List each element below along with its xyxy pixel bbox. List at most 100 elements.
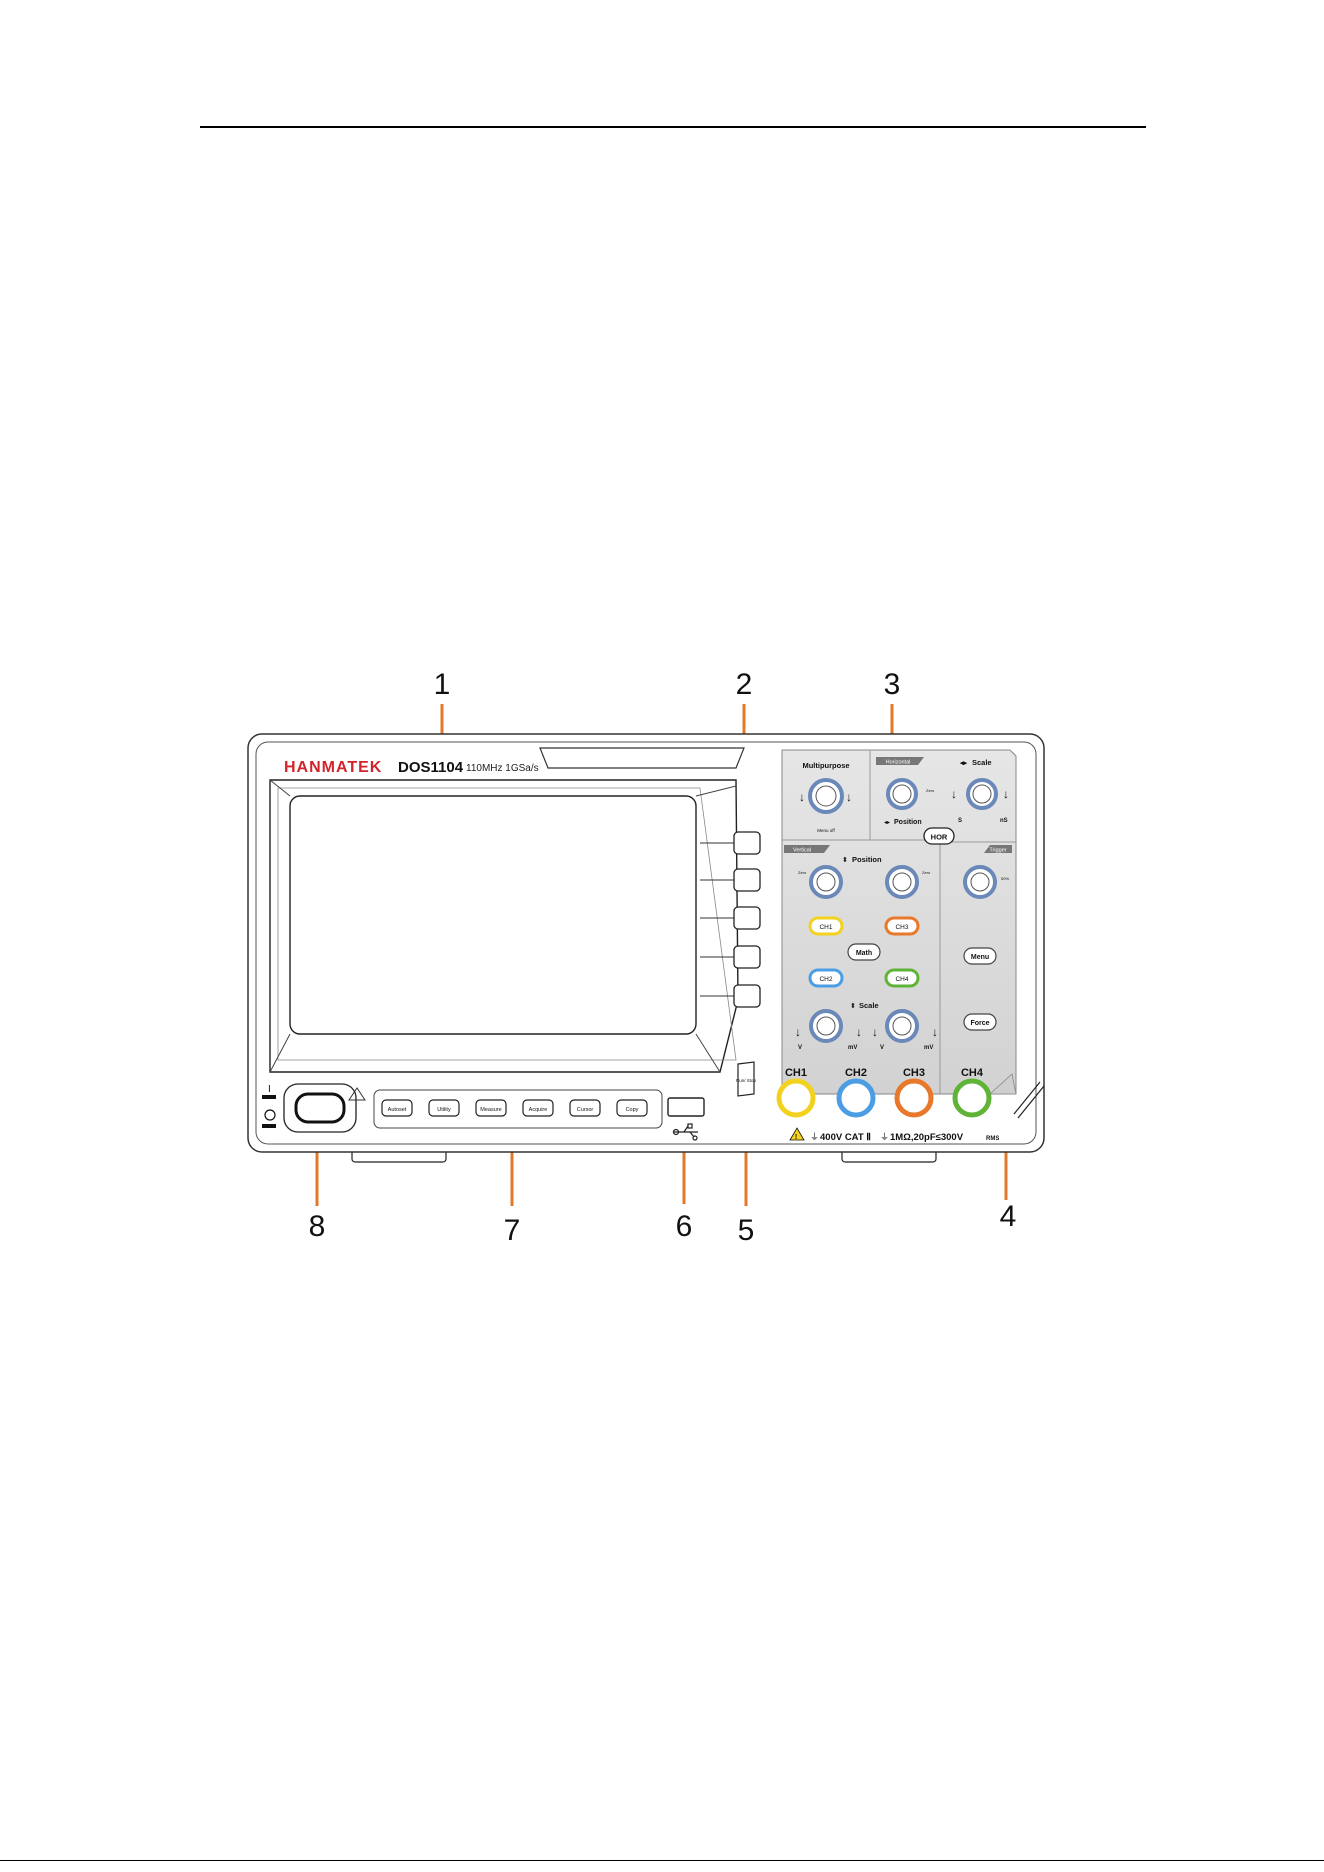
case-inner [255,741,1037,1145]
cursor-label: Cursor [577,1107,594,1113]
svg-text:⬍: ⬍ [842,856,848,864]
callout-4: 4 [1000,1200,1017,1233]
warning-icon [348,1087,366,1101]
hor-button[interactable] [923,827,955,845]
time-unit-s: S [958,818,962,824]
ch2-button-label: CH2 [819,976,832,983]
vertical-tab: Vertical [793,848,811,854]
acquire-button[interactable] [522,1099,554,1117]
cursor-button[interactable] [569,1099,601,1117]
ch1-input-bnc[interactable] [776,1078,816,1118]
svg-text:↓: ↓ [795,1025,801,1039]
vertical-zero-right: Zero [922,870,931,875]
svg-text:⏚: ⏚ [810,1132,819,1142]
brand-model: DOS1104 [398,759,464,776]
trigger-tab-bg [984,845,1012,853]
menu-softkeys [700,831,761,1008]
vertical-position-label: Position [852,855,882,864]
horizontal-scale-label: Scale [972,758,992,767]
rating-rms: RMS [986,1136,999,1142]
svg-text:↓: ↓ [856,1025,862,1039]
softkey-3[interactable] [733,906,761,930]
probe-comp-terminal[interactable] [1013,1081,1041,1115]
header-rule [200,126,1146,128]
multipurpose-label: Multipurpose [802,761,849,770]
usb-icon [672,1123,698,1141]
autoset-label: Autoset [388,1107,407,1113]
power-button[interactable] [294,1092,346,1124]
ch1-button[interactable] [808,916,844,936]
measure-label: Measure [480,1107,501,1113]
display-screen [289,795,697,1035]
bottom-buttons: Autoset Utility Measure Acquire Cursor C… [381,1099,648,1117]
softkey-4[interactable] [733,945,761,969]
utility-button[interactable] [428,1099,460,1117]
caution-icon [789,1127,805,1141]
svg-text:↓: ↓ [932,1025,938,1039]
ch3-input-bnc[interactable] [894,1078,934,1118]
run-stop-button[interactable] [737,1061,755,1097]
svg-text:!: ! [795,1134,797,1141]
ch4-button-label: CH4 [895,976,908,983]
ch2-input-bnc[interactable] [836,1078,876,1118]
utility-label: Utility [437,1107,451,1113]
run-stop-label: Run/ Stop [736,1078,757,1083]
callout-1: 1 [434,668,451,701]
horizontal-position-label: Position [894,819,922,826]
brand-spec: 110MHz 1GSa/s [466,763,539,774]
svg-text:↓: ↓ [846,790,852,804]
svg-text:◂▸: ◂▸ [884,820,890,826]
callout-7: 7 [504,1214,521,1247]
ch4-button[interactable] [884,968,920,988]
multipurpose-push-label: Menu off [817,828,835,833]
measure-button[interactable] [475,1099,507,1117]
force-button[interactable] [963,1013,997,1031]
ch3-button[interactable] [884,916,920,936]
math-label: Math [856,950,872,957]
input-ch2-label: CH2 [845,1067,867,1079]
svg-text:I: I [268,1084,271,1095]
instrument-body: HANMATEK DOS1104 110MHz 1GSa/s I [247,733,1045,1163]
usb-host-port[interactable] [667,1097,705,1117]
ch4-input-bnc[interactable] [952,1078,992,1118]
copy-button[interactable] [616,1099,648,1117]
copy-label: Copy [626,1107,639,1113]
horizontal-tab: Horizontal [886,760,911,766]
acquire-label: Acquire [529,1107,548,1113]
vertical-scale-label: Scale [859,1001,879,1010]
hor-label: HOR [931,833,948,842]
math-button[interactable] [847,943,881,961]
trigger-50pct-label: 50% [1001,876,1009,881]
svg-text:↓: ↓ [872,1025,878,1039]
input-ch3-label: CH3 [903,1067,925,1079]
softkey-1[interactable] [733,831,761,855]
force-label: Force [970,1020,989,1027]
menu-button[interactable] [963,947,997,965]
input-ch4-label: CH4 [961,1067,984,1079]
top-slot [539,747,745,769]
autoset-button[interactable] [381,1099,413,1117]
horizontal-tab-bg [876,757,924,765]
control-panel: Multipurpose ↓ ↓ Menu off Horizontal ◂▸ … [781,749,1017,1095]
svg-text:↓: ↓ [799,790,805,804]
power-area: I [262,1083,366,1133]
ch2-button[interactable] [808,968,844,988]
footer-rule [0,1860,1324,1861]
vscale-unit-mv-right: mV [924,1045,933,1051]
softkey-5[interactable] [733,984,761,1008]
channel-inputs: CH1 CH2 CH3 CH4 [776,1067,1045,1119]
time-unit-ns: nS [1000,818,1008,824]
callout-8: 8 [309,1210,326,1243]
svg-text:↓: ↓ [1003,787,1009,801]
callout-5: 5 [738,1214,755,1247]
callout-2: 2 [736,668,753,701]
ch3-button-label: CH3 [895,924,908,931]
svg-text:↓: ↓ [951,787,957,801]
rating-cat: 400V CAT Ⅱ [820,1132,871,1143]
softkey-2[interactable] [733,868,761,892]
vertical-tab-bg [784,845,830,853]
input-ch1-label: CH1 [785,1067,807,1079]
vscale-unit-mv-left: mV [848,1045,857,1051]
probe-comp-area [988,1073,1017,1095]
